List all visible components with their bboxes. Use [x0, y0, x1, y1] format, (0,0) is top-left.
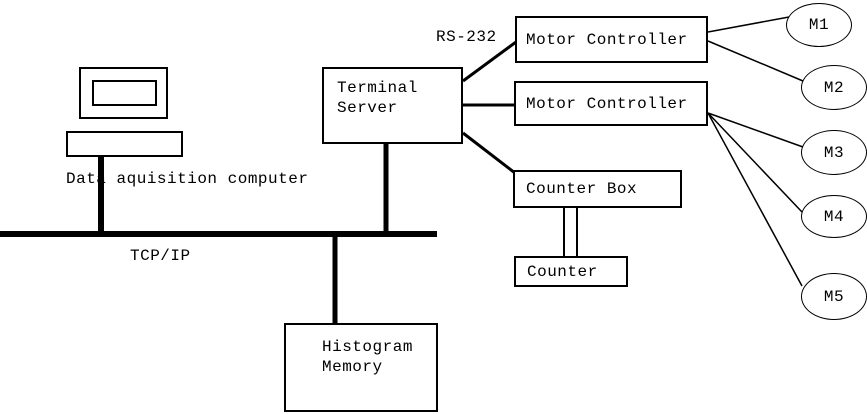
motor-controller-2-label: Motor Controller — [526, 94, 688, 113]
computer-keyboard-icon — [66, 131, 183, 157]
histogram-memory-node: Histogram Memory — [284, 323, 438, 412]
counter-node: Counter — [514, 256, 628, 287]
motor-m2-label: M2 — [823, 78, 845, 97]
mc2-m5-link — [707, 112, 803, 287]
mc1-m2-link — [707, 40, 804, 82]
ts-mc1-link — [462, 40, 517, 83]
mc2-m3-link — [707, 112, 804, 148]
data-acquisition-label: Data aquisition computer — [66, 170, 309, 188]
motor-m4-label: M4 — [823, 207, 845, 226]
counter-label: Counter — [527, 262, 598, 281]
counter-box-node: Counter Box — [513, 170, 682, 208]
histogram-memory-label: Histogram Memory — [322, 338, 413, 376]
ts-counterbox-link — [462, 131, 516, 175]
counter-box-label: Counter Box — [526, 180, 638, 198]
motor-m2-node: M2 — [801, 65, 867, 110]
motor-m3-label: M3 — [823, 143, 845, 162]
tcpip-label: TCP/IP — [130, 247, 191, 265]
motor-controller-2-node: Motor Controller — [514, 81, 708, 126]
motor-m5-node: M5 — [801, 273, 867, 320]
motor-m3-node: M3 — [801, 130, 867, 175]
motor-m4-node: M4 — [801, 195, 867, 238]
terminal-server-label: Terminal Server — [337, 79, 418, 117]
mc2-m4-link — [707, 112, 803, 213]
computer-screen-icon — [92, 80, 157, 106]
motor-m1-label: M1 — [808, 16, 830, 34]
motor-m1-node: M1 — [786, 3, 852, 47]
terminal-server-node: Terminal Server — [322, 67, 463, 144]
motor-controller-1-node: Motor Controller — [515, 16, 708, 63]
mc1-m1-link — [707, 16, 790, 33]
motor-m5-label: M5 — [823, 287, 845, 306]
rs232-label: RS-232 — [436, 28, 497, 46]
motor-controller-1-label: Motor Controller — [526, 30, 688, 49]
